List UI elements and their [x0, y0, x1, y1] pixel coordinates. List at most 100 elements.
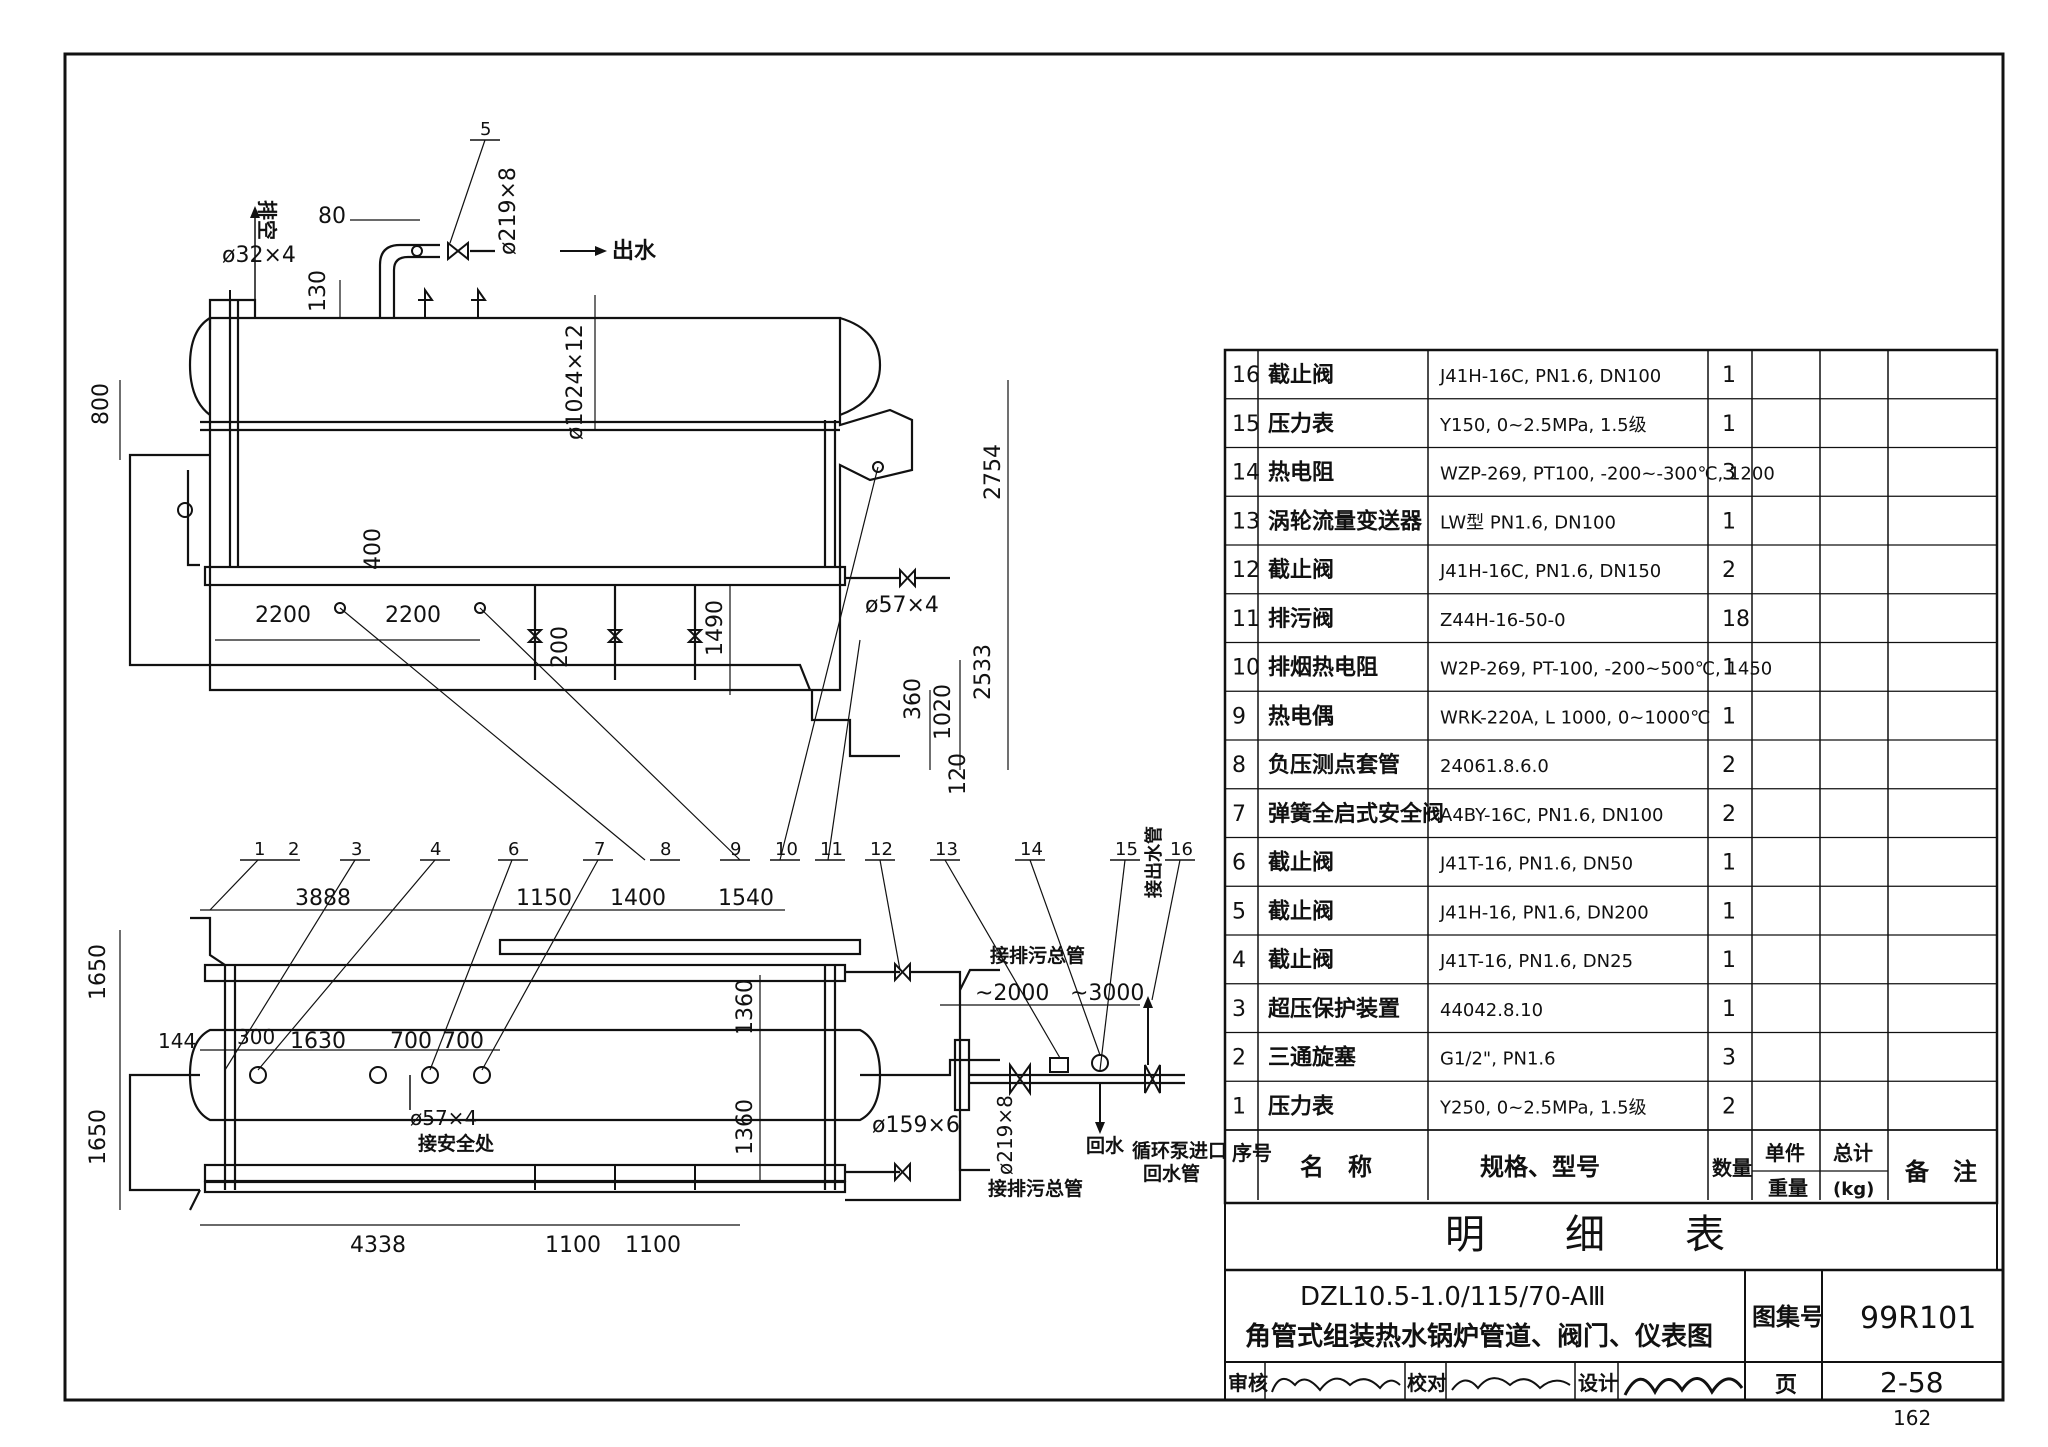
outlet-label: 出水 [612, 239, 657, 264]
manifold [953, 1038, 971, 1112]
leader-line [879, 859, 901, 971]
drawing-title: 角管式组装热水锅炉管道、阀门、仪表图 [1245, 1321, 1713, 1352]
valve-icon [899, 567, 916, 589]
dim-label: 120 [946, 753, 971, 795]
bom-cell-no: 13 [1232, 509, 1260, 534]
callout-number: 13 [935, 839, 958, 860]
pump-inlet-label: 循环泵进口 [1132, 1139, 1227, 1162]
bottom-header [203, 1163, 847, 1183]
bom-cell-no: 10 [1232, 656, 1260, 681]
bom-cell-no: 2 [1232, 1046, 1246, 1071]
valve-icon [1144, 1064, 1161, 1094]
bom-cell-name: 压力表 [1268, 1094, 1335, 1119]
leader-line [449, 139, 486, 244]
arrow-up-icon [250, 206, 260, 218]
upper-return [498, 938, 862, 956]
drum-left-end [188, 317, 211, 416]
bom-header-weight: 重量 [1768, 1176, 1808, 1200]
leader-line [779, 466, 879, 861]
leader-line [429, 859, 513, 1071]
bom-cell-no: 15 [1232, 412, 1260, 437]
bom-cell-no: 6 [1232, 851, 1246, 876]
bom-cell-name: 超压保护装置 [1268, 997, 1400, 1022]
dim-label: ~3000 [1070, 981, 1144, 1006]
bom-cell-spec: J41T-16, PN1.6, DN50 [1439, 854, 1633, 875]
bom-cell-name: 截止阀 [1268, 899, 1334, 924]
dim-label: 400 [361, 528, 386, 570]
blowdown-pipe [845, 970, 962, 1202]
thermo-well-icon [872, 461, 884, 473]
safety-valve-icon [418, 286, 434, 318]
dim-label: 700 [390, 1029, 432, 1054]
bom-cell-no: 12 [1232, 558, 1260, 583]
leader-line [1151, 859, 1181, 1001]
bom-cell-no: 3 [1232, 997, 1246, 1022]
bom-header-unit: 单件 [1765, 1141, 1805, 1165]
dim-label: ø219×8 [496, 167, 521, 255]
dim-label: 360 [901, 678, 926, 720]
return-water-label: 回水 [1086, 1135, 1125, 1157]
bom-cell-spec: Y150, 0~2.5MPa, 1.5级 [1439, 415, 1647, 436]
bom-cell-qty: 3 [1722, 461, 1736, 486]
callout-number: 2 [288, 839, 299, 860]
callout-number: 5 [480, 119, 491, 140]
atlas-number: 99R101 [1860, 1301, 1976, 1336]
bottom-header-2 [203, 1180, 847, 1194]
dim-label: 200 [548, 626, 573, 668]
bom-cell-spec: 24061.8.6.0 [1440, 756, 1549, 777]
callout-number: 4 [430, 839, 441, 860]
valve-icon [894, 961, 911, 983]
bom-cell-no: 9 [1232, 704, 1246, 729]
arrow-down-icon [1095, 1122, 1105, 1134]
drum-plan [188, 1028, 882, 1122]
dim-label: 1100 [625, 1233, 681, 1258]
bottom-drain [810, 690, 900, 758]
bom-cell-qty: 2 [1722, 753, 1736, 778]
boiler-casing [208, 316, 914, 692]
bom-title: 明 细 表 [1445, 1212, 1725, 1258]
bom-cell-name: 负压测点套管 [1268, 752, 1400, 778]
bom-cell-qty: 1 [1722, 948, 1736, 973]
outlet-main-label: 接出水管 [1143, 826, 1165, 898]
bom-header-no: 序号 [1232, 1141, 1272, 1165]
bom-header-remark: 备 注 [1904, 1158, 1977, 1186]
bom-cell-no: 14 [1232, 461, 1260, 486]
bom-cell-qty: 3 [1722, 1046, 1736, 1071]
safety-valve-icon [421, 1066, 439, 1084]
callout-number: 14 [1020, 839, 1043, 860]
bom-cell-name: 截止阀 [1268, 363, 1334, 388]
bom-cell-spec: Y250, 0~2.5MPa, 1.5级 [1439, 1097, 1647, 1118]
bom-cell-name: 压力表 [1268, 412, 1335, 437]
sheet-border [63, 52, 2005, 1402]
flowmeter-icon [1049, 1057, 1069, 1073]
dim-label: ø159×6 [872, 1113, 960, 1138]
dim-label: 300 [237, 1025, 275, 1049]
page-label: 页 [1775, 1373, 1797, 1398]
blowdown-exit-bottom [958, 1120, 990, 1172]
page-number: 2-58 [1880, 1366, 1944, 1399]
checker-signature [1451, 1377, 1571, 1391]
leader-line [1029, 859, 1101, 1056]
vent-pipe [208, 298, 257, 330]
dim-label: 1360 [733, 979, 758, 1035]
bom-cell-spec: J41H-16C, PN1.6, DN100 [1439, 366, 1661, 387]
bom-rows: 1 6 截止阀 J41H-16C, PN1.6, DN100 1 15 压力表 Y150, 0… [1225, 363, 1997, 1131]
designer-signature [1623, 1377, 1744, 1396]
safety-label: 接安全处 [418, 1132, 495, 1155]
dim-label: 1490 [703, 600, 728, 656]
bom-cell-spec: WZP-269, PT100, -200~-300℃, 1200 [1440, 464, 1775, 485]
title-block [1224, 1203, 2003, 1400]
bom-cell-qty: 1 [1722, 656, 1736, 681]
valve-icon [1009, 1061, 1031, 1097]
dim-label: ø219×8 [993, 1095, 1017, 1175]
thermocouple-icon [334, 602, 346, 614]
callout-number: 3 [351, 839, 362, 860]
dim-label: 80 [318, 204, 346, 229]
reviewer-signature [1271, 1377, 1401, 1393]
arrow-right-icon [595, 246, 607, 256]
left-bottom-nozzle [189, 1189, 201, 1211]
callout-number: 7 [594, 839, 605, 860]
dim-label: 1650 [86, 1109, 111, 1165]
bom-cell-qty: 2 [1722, 802, 1736, 827]
